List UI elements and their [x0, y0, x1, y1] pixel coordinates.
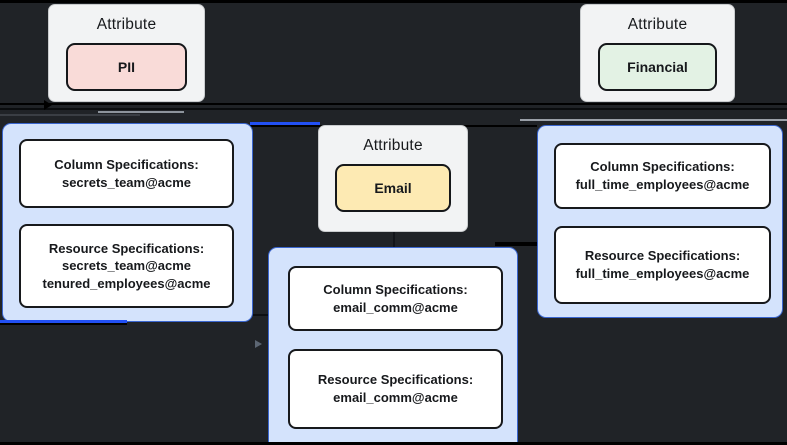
- attribute-badge-pii: PII: [66, 43, 187, 91]
- spec-title: Resource Specifications:: [48, 240, 205, 256]
- spec-group-email: Column Specifications: email_comm@acme R…: [268, 247, 518, 445]
- arrowhead-icon: [44, 100, 52, 110]
- attribute-badge-email: Email: [335, 164, 451, 212]
- attribute-badge-financial: Financial: [597, 43, 718, 91]
- attribute-node-title: Attribute: [96, 16, 157, 33]
- column-spec-node: Column Specifications: email_comm@acme: [288, 266, 503, 331]
- edge-dim-left: [0, 114, 140, 116]
- spec-group-financial: Column Specifications: full_time_employe…: [537, 125, 783, 318]
- edge-separator-2: [0, 108, 787, 110]
- spec-title: Resource Specifications:: [317, 372, 474, 388]
- attribute-node-title: Attribute: [627, 16, 688, 33]
- edge-top-border: [0, 0, 787, 3]
- edge-black-bottom: [0, 323, 127, 325]
- column-spec-node: Column Specifications: full_time_employe…: [554, 143, 771, 209]
- spec-title: Column Specifications:: [323, 281, 468, 297]
- edge-blue-top: [250, 122, 320, 125]
- arrowhead-icon: [255, 340, 262, 348]
- spec-title: Column Specifications:: [590, 159, 735, 175]
- resource-spec-node: Resource Specifications: full_time_emplo…: [554, 226, 771, 304]
- spec-value: email_comm@acme: [333, 299, 458, 315]
- attribute-node-email: Attribute Email: [318, 125, 468, 232]
- edge-separator-1: [0, 103, 787, 105]
- spec-title: Column Specifications:: [54, 156, 199, 172]
- attribute-node-title: Attribute: [363, 137, 423, 154]
- edge-gray-right: [520, 119, 787, 121]
- edge-email-connector: [393, 232, 395, 248]
- spec-value: tenured_employees@acme: [42, 275, 211, 291]
- spec-value: email_comm@acme: [333, 390, 458, 405]
- spec-value: secrets_team@acme: [61, 174, 192, 190]
- spec-value: full_time_employees@acme: [575, 266, 750, 281]
- spec-value: full_time_employees@acme: [575, 177, 750, 192]
- resource-spec-node: Resource Specifications: secrets_team@ac…: [19, 224, 234, 308]
- attribute-node-financial: Attribute Financial: [580, 4, 735, 102]
- spec-group-pii: Column Specifications: secrets_team@acme…: [2, 123, 253, 322]
- spec-title: Resource Specifications:: [584, 248, 741, 264]
- column-spec-node: Column Specifications: secrets_team@acme: [19, 139, 234, 208]
- resource-spec-node: Resource Specifications: email_comm@acme: [288, 349, 503, 429]
- spec-value: secrets_team@acme: [61, 258, 192, 274]
- edge-black-right-seg: [495, 242, 537, 246]
- edge-gray-short: [98, 111, 184, 113]
- edge-blue-bottom: [0, 320, 127, 323]
- attribute-node-pii: Attribute PII: [48, 4, 205, 102]
- edge-bottom-border: [0, 442, 787, 445]
